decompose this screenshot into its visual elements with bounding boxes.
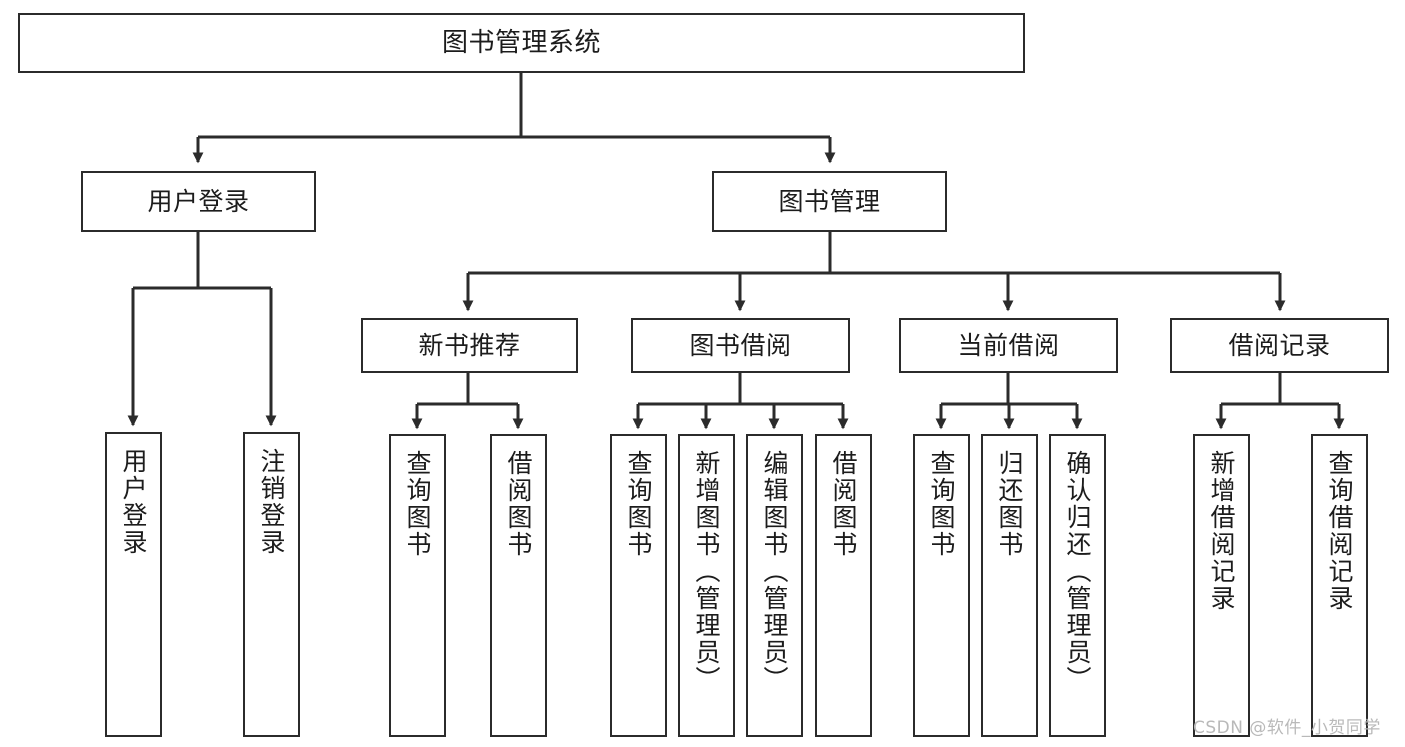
node-label: 查询借阅记录 [1325, 450, 1354, 612]
node-leaf-query-book-borrow[interactable]: 查询图书 [610, 434, 667, 737]
node-label: 确认归还（管理员） [1063, 450, 1092, 693]
node-label: 当前借阅 [957, 330, 1060, 360]
node-leaf-edit-book[interactable]: 编辑图书（管理员） [746, 434, 803, 737]
node-leaf-return-book[interactable]: 归还图书 [981, 434, 1038, 737]
node-leaf-borrow-book[interactable]: 借阅图书 [815, 434, 872, 737]
node-label: 借阅记录 [1228, 330, 1331, 360]
node-book-borrow[interactable]: 图书借阅 [631, 318, 850, 373]
node-label: 新增图书（管理员） [692, 450, 721, 693]
node-label: 新书推荐 [418, 330, 521, 360]
node-label: 借阅图书 [829, 450, 858, 558]
node-leaf-add-borrow-record[interactable]: 新增借阅记录 [1193, 434, 1250, 737]
node-borrow-record[interactable]: 借阅记录 [1170, 318, 1389, 373]
node-label: 查询图书 [927, 450, 956, 558]
node-label: 图书借阅 [689, 330, 792, 360]
node-leaf-query-book-recommend[interactable]: 查询图书 [389, 434, 446, 737]
node-label: 用户登录 [119, 448, 148, 556]
node-label: 查询图书 [624, 450, 653, 558]
node-current-borrow[interactable]: 当前借阅 [899, 318, 1118, 373]
node-label: 借阅图书 [504, 450, 533, 558]
node-label: 归还图书 [995, 450, 1024, 558]
node-book-manage[interactable]: 图书管理 [712, 171, 947, 232]
node-user-login[interactable]: 用户登录 [81, 171, 316, 232]
node-leaf-confirm-return[interactable]: 确认归还（管理员） [1049, 434, 1106, 737]
node-new-book-recommend[interactable]: 新书推荐 [361, 318, 578, 373]
node-leaf-logout-login[interactable]: 注销登录 [243, 432, 300, 737]
node-leaf-borrow-book-recommend[interactable]: 借阅图书 [490, 434, 547, 737]
watermark: CSDN @软件_小贺同学 [1193, 718, 1381, 738]
node-label: 查询图书 [403, 450, 432, 558]
node-label: 新增借阅记录 [1207, 450, 1236, 612]
node-label: 图书管理 [778, 186, 881, 216]
node-leaf-query-book-current[interactable]: 查询图书 [913, 434, 970, 737]
node-label: 用户登录 [147, 186, 250, 216]
node-leaf-query-borrow-record[interactable]: 查询借阅记录 [1311, 434, 1368, 737]
node-book-management-system[interactable]: 图书管理系统 [18, 13, 1025, 73]
node-leaf-user-login[interactable]: 用户登录 [105, 432, 162, 737]
node-label: 注销登录 [257, 448, 286, 556]
node-leaf-add-book[interactable]: 新增图书（管理员） [678, 434, 735, 737]
node-label: 图书管理系统 [441, 27, 601, 58]
node-label: 编辑图书（管理员） [760, 450, 789, 693]
